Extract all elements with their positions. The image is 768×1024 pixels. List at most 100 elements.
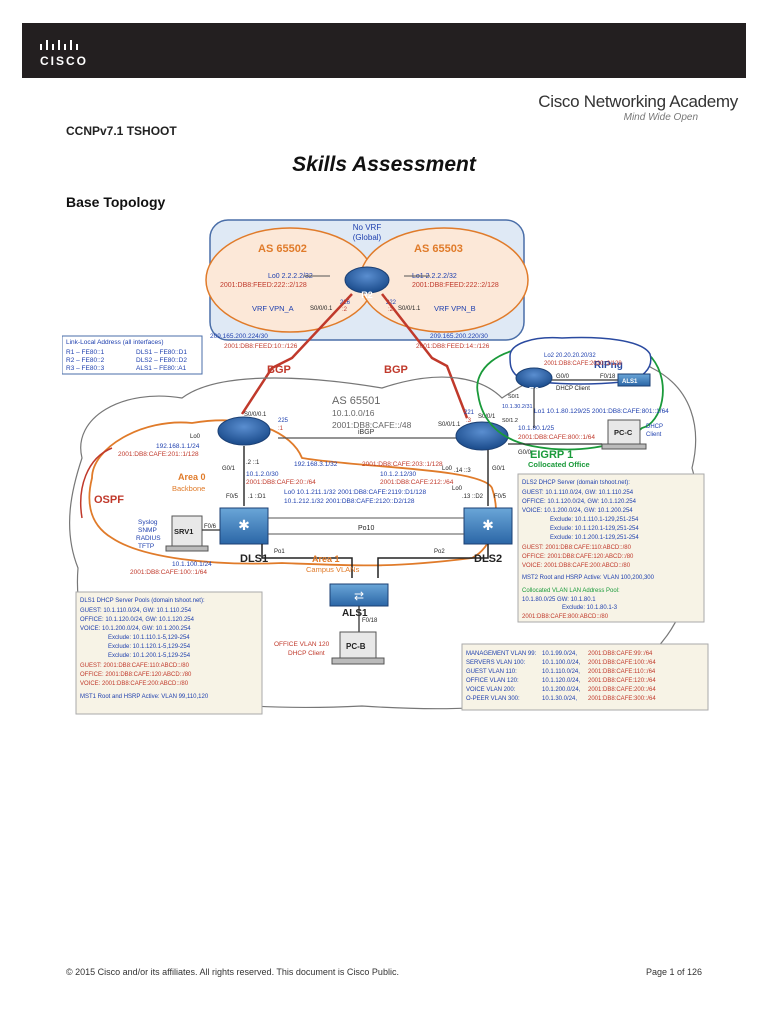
srv1-label: SRV1 [174,527,193,536]
pcb-label: PC-B [346,642,366,651]
dls1-dhcp-box [75,591,263,715]
vlan-row-1-name: SERVERS VLAN 100: [466,660,526,666]
coll-pool-title: Collocated VLAN LAN Address Pool: [522,588,620,594]
server-srv1-icon [165,515,209,552]
footer-page-number: Page 1 of 126 [645,967,702,977]
vrf-a-label: VRF VPN_A [252,304,294,313]
r3-s001: S0/0/1.1 [438,422,461,428]
r1-lo0-v6: 2001:DB8:CAFE:201::1/128 [118,451,199,458]
area1-label: Area 1 [312,554,340,564]
pcc-l2: Client [646,432,662,438]
switch-dls1: ✱ [219,507,269,545]
vlan-table-box [461,643,709,711]
lo1-v6-label: 2001:DB8:FEED:222::2/128 [412,282,499,289]
dls2-lo: Lo0 [452,486,463,492]
academy-name: Cisco Networking Academy [538,92,738,111]
dls1-v6-2: OFFICE: 2001:DB8:CAFE:120:ABCD::/80 [80,672,192,678]
svg-text:✱: ✱ [238,517,250,533]
as-65502-label: AS 65502 [258,243,307,255]
pc-b-icon [331,631,385,665]
as-65503-label: AS 65503 [414,243,463,255]
as-65501-label: AS 65501 [332,395,380,407]
r3-s1-net: 10.1.30.2/31 [502,404,533,410]
course-label: CCNPv7.1 TSHOOT [66,124,177,138]
r1-lo0: Lo0 [190,434,201,440]
r3-s0: S0/0/1 [478,414,496,420]
srv-svc2: SNMP [138,527,157,534]
net-right-v6: 2001:DB8:FEED:14::/126 [416,343,490,350]
as-net-label: 10.1.0.0/16 [332,408,375,418]
srv-svc3: RADIUS [136,535,161,542]
po2-label: Po2 [434,549,445,555]
n226-label: 226 [340,300,351,306]
vlan-row-2-v4: 10.1.110.0/24, [542,669,580,675]
cisco-bridge-icon [40,40,78,50]
net-left: 209.165.200.224/30 [210,333,268,340]
vlan-row-5-v4: 10.1.30.0/24, [542,696,577,702]
dls1-dhcp-5: Exclude: 10.1.120.1-5,129-254 [108,644,191,650]
f05b: F0/5 [494,494,507,500]
r3-net-v6: 2001:DB8:CAFE:800::1/64 [518,434,595,441]
header-banner [22,23,746,78]
r3-lo0-v6: 2001:DB8:CAFE:203::1/128 [362,461,443,468]
campus-label: Campus VLANs [306,565,360,574]
lo1-label: Lo1 2.2.2.2/32 [412,273,457,280]
r1-1: :1 [278,426,284,432]
router-r2-top: R2 [344,266,390,300]
r3-g01: G0/1 [492,466,506,472]
dls2-dhcp-3: VOICE: 10.1.200.0/24, GW: 10.1.200.254 [522,508,633,514]
dls1-dhcp-1: GUEST: 10.1.110.0/24, GW: 10.1.110.254 [80,608,192,614]
r3-g00: G0/0 [518,450,532,456]
dls2-dhcp-4: Exclude: 10.1.110.1-129,251-254 [550,517,639,523]
bgp-link-left [240,293,353,415]
s001-label: S0/0/0.1 [310,306,333,312]
vrf-label-2: (Global) [353,233,382,242]
bgp-label-left: BGP [267,364,291,376]
dls2-v6-2: OFFICE: 2001:DB8:CAFE:120:ABCD::/80 [522,554,634,560]
dls2-v6-1: GUEST: 2001:DB8:CAFE:110:ABCD::/80 [522,545,632,551]
collocated-label: Collocated Office [528,460,590,469]
dls1-dhcp-2: OFFICE: 10.1.120.0/24, GW: 10.1.120.254 [80,617,195,623]
net-right: 209.165.200.220/30 [430,333,488,340]
vlan-row-3-v6: 2001:DB8:CAFE:120::/64 [588,678,656,684]
r3-net: 10.1.80.1/25 [518,425,555,432]
link-r1-dls1-net: 10.1.2.0/30 [246,471,279,478]
vlan-table: MANAGEMENT VLAN 99: 10.1.99.0/24, 2001:D… [466,651,656,702]
bgp-label-right: BGP [384,364,408,376]
vlan-row-0-v4: 10.1.99.0/24, [542,651,577,657]
r1-21: .2 ::1 [246,460,260,466]
vlan-row-0-name: MANAGEMENT VLAN 99: [466,651,537,657]
coll-pool-3: 2001:DB8:CAFE:800:ABCD::/80 [522,614,609,620]
als1b-label: ALS1 [622,379,638,385]
dls1-dhcp-4: Exclude: 10.1.110.1-5,129-254 [108,635,190,641]
dls2-v6-3: VOICE: 2001:DB8:CAFE:200:ABCD::/80 [522,563,631,569]
dls2-dhcp-box [517,473,705,623]
dls2-dhcp-6: Exclude: 10.1.200.1-129,251-254 [550,535,639,541]
ll-title: Link-Local Address (all interfaces) [66,339,164,346]
ll-als1: ALS1 – FE80::A1 [136,365,187,372]
vlan-row-1-v4: 10.1.100.0/24, [542,660,581,666]
dls2-dhcp-5: Exclude: 10.1.120.1-129,251-254 [550,526,639,532]
r1-lo0-ip: 192.168.1.1/24 [156,443,200,450]
srv-svc1: Syslog [138,519,158,526]
area0-label: Area 0 [178,472,206,482]
pc-c-icon [601,419,647,450]
ospf-outline [80,447,113,519]
vlan-row-3-v4: 10.1.120.0/24, [542,678,581,684]
ll-r1: R1 – FE80::1 [66,349,105,356]
po1-label: Po1 [274,549,285,555]
r2b-lo2: Lo2 20.20.20.20/32 [544,353,596,359]
switch-als1: ⇄ [329,583,389,607]
r2b-g00: G0/0 [556,374,570,380]
as-net-v6-label: 2001:DB8:CAFE::/48 [332,420,412,430]
po10-label: Po10 [358,525,374,532]
cisco-logo-text: CISCO [40,54,89,68]
dls2-dhcp-title: DLS2 DHCP Server (domain tshoot.net): [522,480,630,486]
ll-r3: R3 – FE80::3 [66,365,105,372]
link-local-box [62,335,203,375]
svg-text:✱: ✱ [482,517,494,533]
pcc-l1: DHCP [646,424,663,430]
section-heading: Base Topology [66,194,166,210]
page-title: Skills Assessment [292,153,476,176]
dls1-dhcp-6: Exclude: 10.1.200.1-5,129-254 [108,653,191,659]
